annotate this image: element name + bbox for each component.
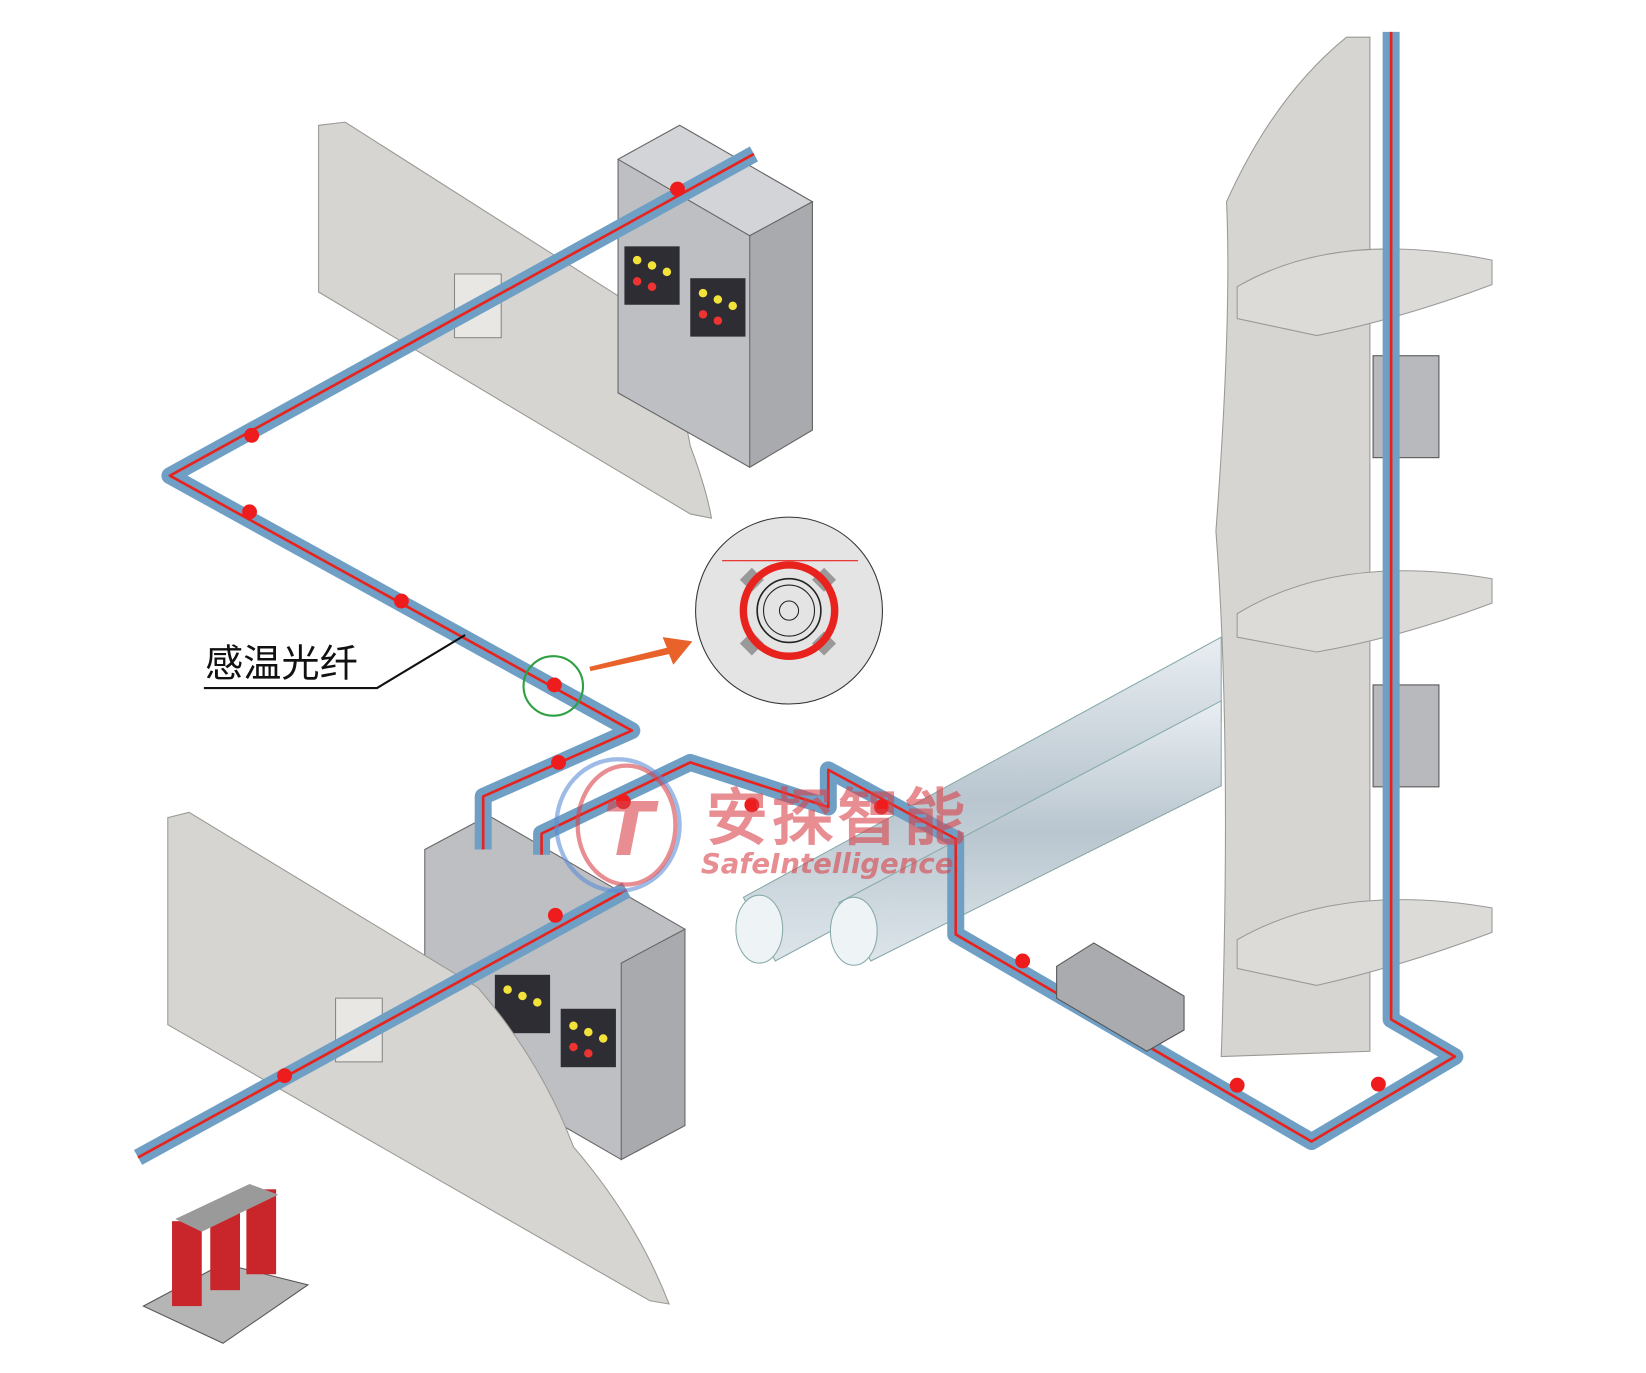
- label-leader-line: [203, 634, 466, 690]
- watermark-logo: T 安探智能 SafeIntelligence: [554, 757, 969, 894]
- watermark-brand-en: SafeIntelligence: [701, 847, 954, 880]
- watermark-brand-cn: 安探智能: [706, 782, 969, 854]
- highlight-ring: [522, 655, 585, 717]
- arrow-icon: [589, 637, 693, 672]
- sensor-points: [242, 181, 1386, 1093]
- fiber-callout-label: 感温光纤: [205, 642, 358, 686]
- lower-wall: [167, 811, 670, 1305]
- busway-cross-section-callout: [695, 516, 883, 705]
- svg-text:T: T: [603, 786, 659, 873]
- transformer: [142, 1183, 310, 1344]
- vertical-shaft-pillar: [1215, 36, 1493, 1058]
- pipes: [735, 636, 1222, 966]
- busway-runs: [133, 31, 1464, 1165]
- junction-box: [1056, 942, 1185, 1052]
- temperature-sensing-fiber: [137, 31, 1457, 1159]
